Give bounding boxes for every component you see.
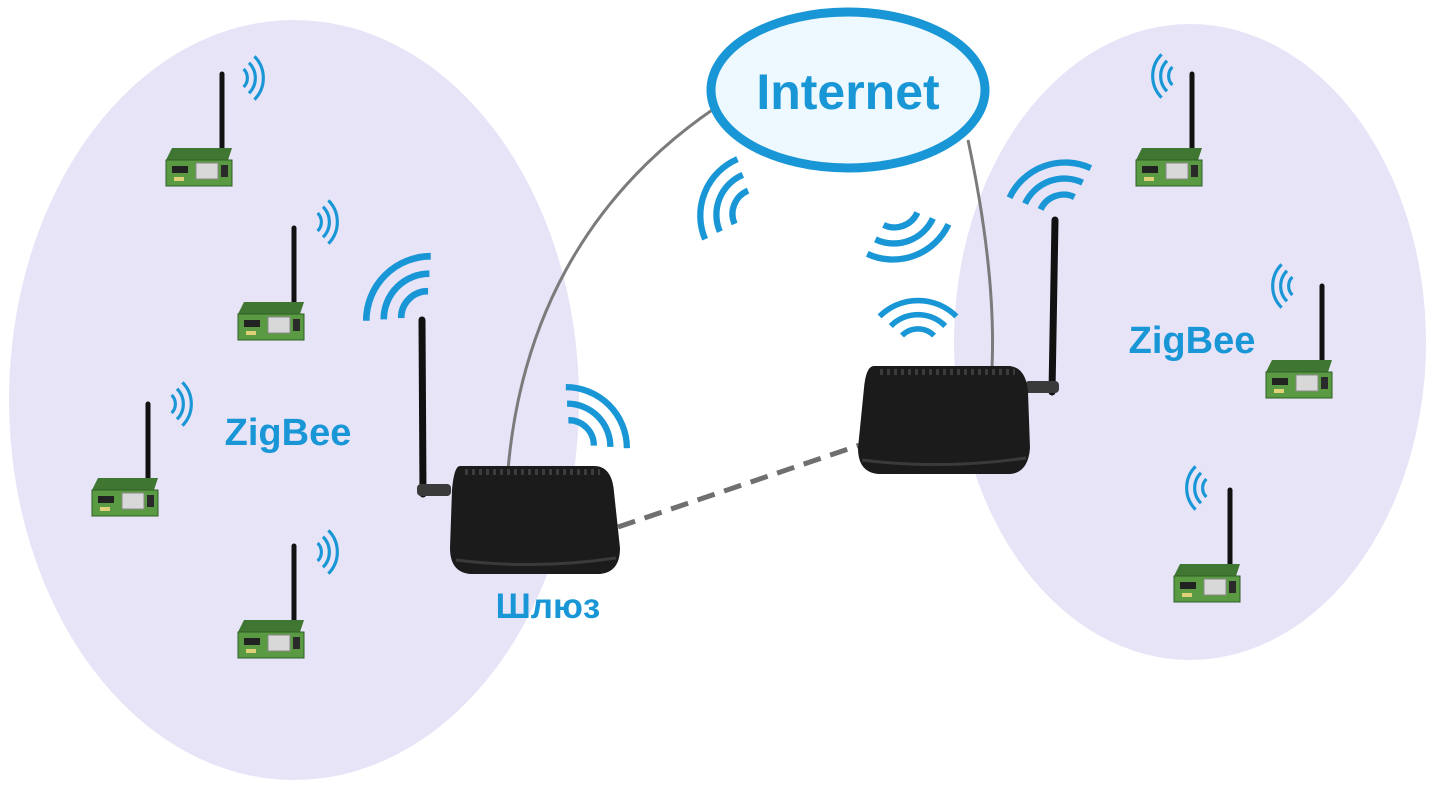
internet-cloud-icon: Internet [706, 7, 990, 173]
gateway-label: Шлюз [496, 587, 601, 626]
gateway-left-antenna [418, 316, 427, 498]
zigbee-zone-left [9, 20, 579, 780]
router-gateway-icon [858, 366, 1030, 474]
router-gateway-icon [450, 466, 620, 574]
internet-cable-left [506, 106, 716, 471]
internet-cable-right [966, 139, 995, 369]
zigbee-zone-right [954, 24, 1426, 660]
zigbee-label-left: ZigBee [225, 412, 352, 454]
gateway-link-dashed [617, 442, 861, 530]
wifi-signal-icon [880, 301, 957, 336]
zigbee-label-right: ZigBee [1129, 320, 1256, 362]
gateway-left: Шлюз [417, 316, 620, 626]
wifi-signal-icon [689, 152, 758, 247]
internet-label: Internet [756, 64, 940, 120]
gateway-right-antenna [1048, 216, 1059, 396]
wifi-signal-icon [860, 204, 955, 271]
gateway-right [858, 216, 1059, 474]
